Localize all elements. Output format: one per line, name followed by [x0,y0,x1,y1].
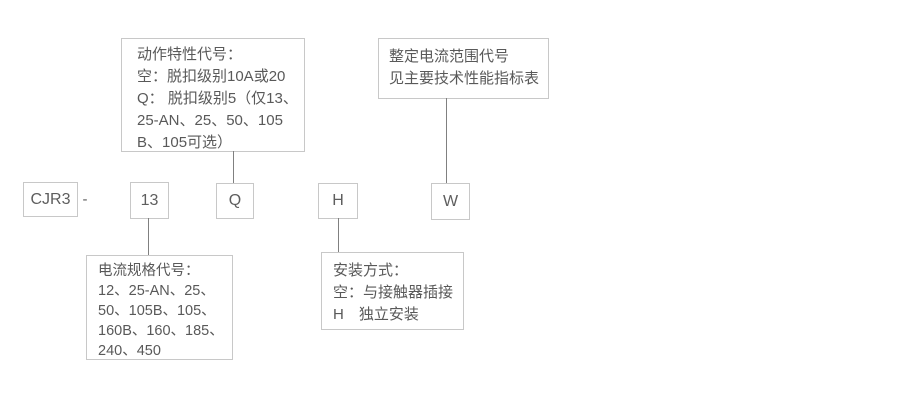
model-series-label: CJR3 [30,190,71,208]
callout-current-range-line: 整定电流范围代号 [389,48,510,65]
callout-trip-class-line: Q： 脱扣级别5（仅13、 [137,90,298,107]
callout-trip-class: 动作特性代号： 空：脱扣级别10A或20 Q： 脱扣级别5（仅13、 25-AN… [121,38,305,152]
callout-current-range-line: 见主要技术性能指标表 [389,70,540,87]
callout-trip-class-line: 25-AN、25、50、105 [137,112,283,129]
callout-mounting-line: 空：与接触器插接 [333,284,454,301]
callout-mounting-line: H 独立安装 [333,306,419,323]
callout-current-range: 整定电流范围代号 见主要技术性能指标表 [378,38,549,99]
model-current-spec-box: 13 [130,182,169,219]
model-separator-dash: - [82,191,88,208]
model-trip-class-box: Q [216,183,254,219]
callout-trip-class-line: 动作特性代号： [137,46,243,63]
model-mounting-box: H [318,183,358,219]
connector-h-to-mounting [338,218,339,252]
callout-current-spec-line: 160B、160、185、 [98,323,224,339]
model-current-range-box: W [431,183,470,220]
callout-current-spec-line: 50、105B、105、 [98,303,216,319]
model-mounting-label: H [332,192,344,209]
model-trip-class-label: Q [228,192,242,209]
callout-mounting: 安装方式： 空：与接触器插接 H 独立安装 [321,252,464,330]
callout-mounting-line: 安装方式： [333,262,409,279]
callout-current-spec-line: 电流规格代号： [98,263,200,279]
model-current-range-label: W [442,192,459,210]
callout-trip-class-line: 空：脱扣级别10A或20 [137,68,286,85]
model-current-spec-label: 13 [140,191,159,209]
callout-trip-class-line: B、105可选） [137,134,233,151]
callout-current-spec-line: 12、25-AN、25、 [98,283,215,299]
model-series-box: CJR3 [23,182,78,217]
connector-13-to-current-spec [148,218,149,255]
connector-current-range-to-w [446,98,447,183]
connector-trip-class-to-q [233,151,234,183]
callout-current-spec: 电流规格代号： 12、25-AN、25、 50、105B、105、 160B、1… [86,255,233,360]
callout-current-spec-line: 240、450 [98,343,161,359]
